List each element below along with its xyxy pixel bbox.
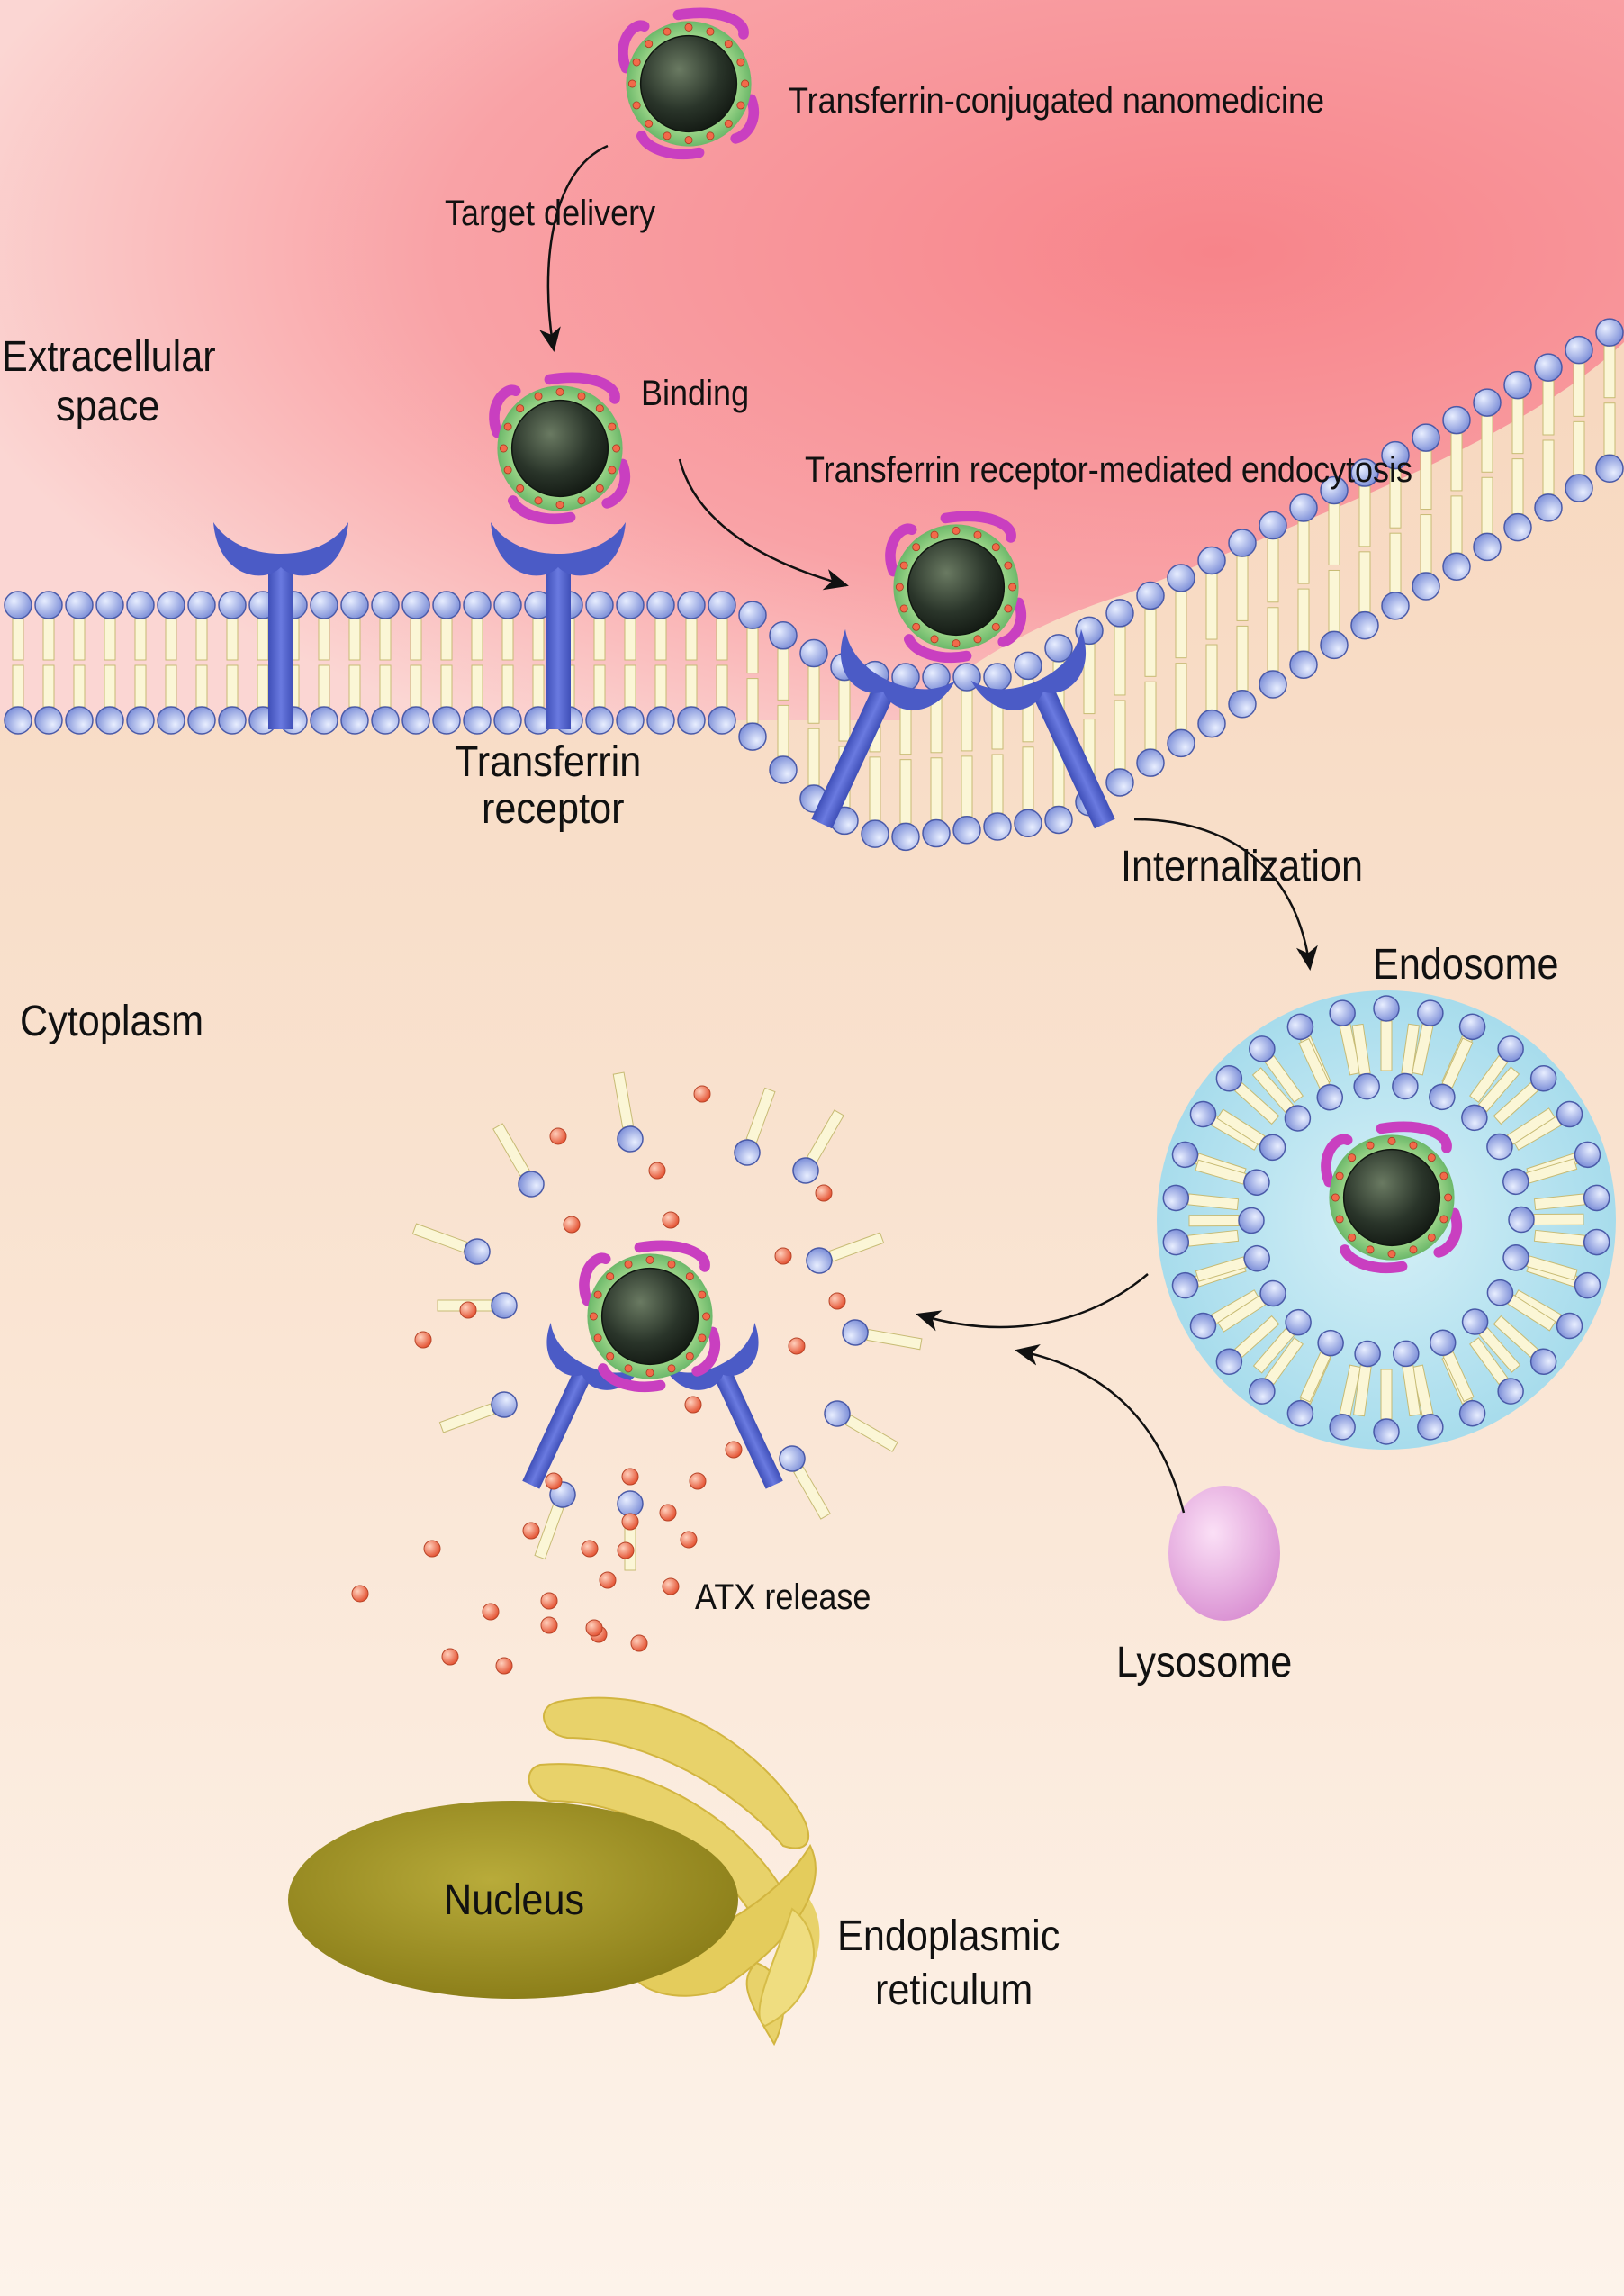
internalization-arrow xyxy=(1133,818,1318,971)
endocytosis-label: Transferrin receptor-mediated endocytosi… xyxy=(805,450,1412,490)
release-arrow xyxy=(916,1273,1149,1332)
internalization-label: Internalization xyxy=(1121,843,1363,890)
extracellular-label-line2: space xyxy=(56,383,160,430)
endoplasmic-reticulum-organelle xyxy=(528,1696,820,2047)
atx-release-label: ATX release xyxy=(695,1577,871,1617)
lysosome-fusion-arrow xyxy=(1015,1343,1186,1514)
lysosome-label: Lysosome xyxy=(1116,1639,1293,1686)
target-delivery-arrow xyxy=(539,144,609,352)
extracellular-label-line1: Extracellular xyxy=(2,333,216,381)
lysosome-organelle xyxy=(1168,1486,1280,1621)
receptor-label-line1: Transferrin xyxy=(455,738,642,786)
binding-label: Binding xyxy=(641,374,750,413)
nucleus-label: Nucleus xyxy=(444,1876,585,1924)
er-label-line2: reticulum xyxy=(875,1966,1033,2014)
cytoplasm-label: Cytoplasm xyxy=(20,998,204,1045)
endocytosis-arrow xyxy=(678,458,849,591)
er-label-line1: Endoplasmic xyxy=(837,1912,1060,1960)
receptor-label-line2: receptor xyxy=(482,785,625,833)
extracellular-background xyxy=(0,0,1624,720)
endosome-label: Endosome xyxy=(1373,941,1559,989)
target-delivery-label: Target delivery xyxy=(445,194,656,233)
atx-drug-particles xyxy=(351,1085,846,1675)
nucleus-organelle xyxy=(288,1801,738,1999)
nanomedicine-label: Transferrin-conjugated nanomedicine xyxy=(789,81,1325,121)
nanoparticles xyxy=(489,7,1462,1393)
